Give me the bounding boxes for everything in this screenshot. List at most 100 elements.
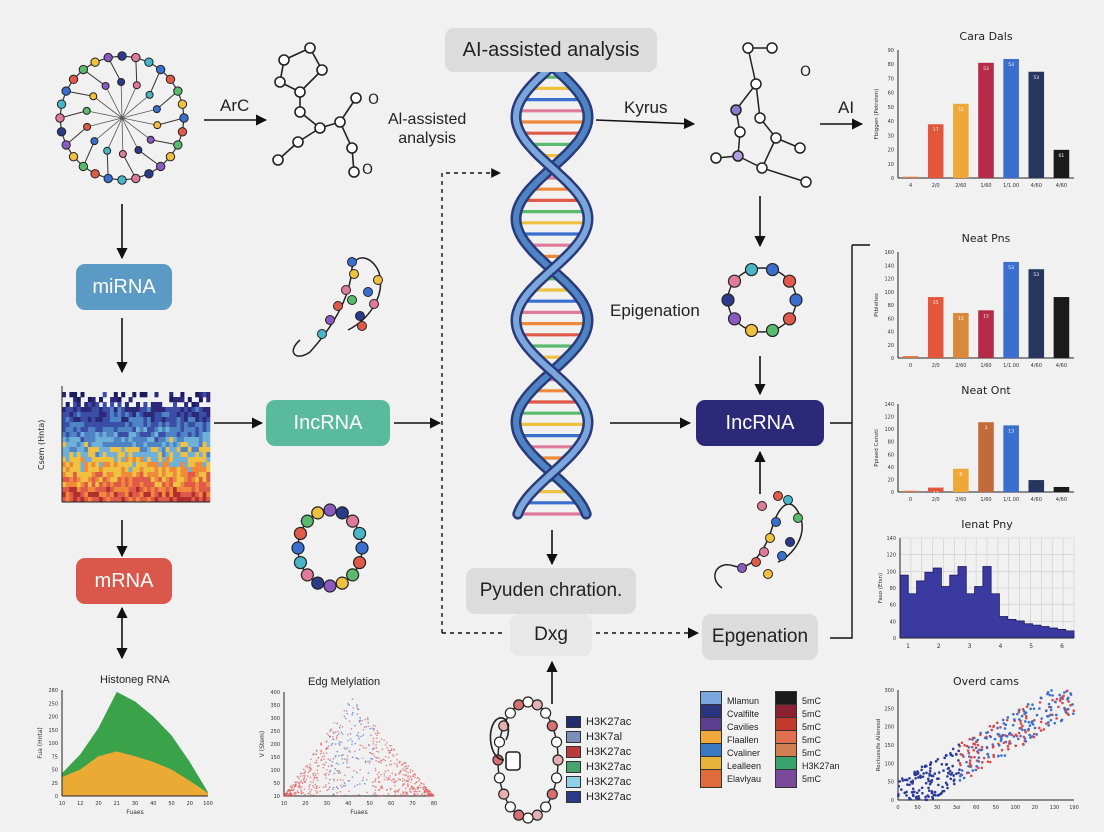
heatmap-cell <box>206 442 211 448</box>
bead <box>522 812 534 824</box>
heatmap-cell <box>180 452 185 458</box>
heatmap-cell <box>136 422 140 428</box>
heatmap-cell <box>202 422 207 428</box>
heatmap-cell <box>132 472 137 478</box>
heatmap-cell <box>106 477 111 483</box>
heatmap-cell <box>117 442 122 448</box>
heatmap-cell <box>110 442 115 448</box>
heatmap-cell <box>121 412 126 418</box>
heatmap-cell <box>161 447 166 453</box>
heatmap-cell <box>73 467 78 473</box>
heatmap-cell <box>80 432 85 438</box>
atom <box>90 57 100 67</box>
bead <box>325 315 335 325</box>
heatmap-cell <box>161 412 166 418</box>
heatmap-cell <box>169 467 174 473</box>
heatmap-cell <box>173 462 177 468</box>
heatmap-cell <box>184 477 189 483</box>
heatmap-cell <box>80 477 85 483</box>
heatmap-cell <box>76 457 81 463</box>
heatmap-cell <box>76 447 81 453</box>
heatmap-cell <box>76 417 81 423</box>
epgenation-box[interactable]: Epgenation <box>702 614 818 660</box>
heatmap-cell <box>84 432 89 438</box>
heatmap-cell <box>191 487 196 493</box>
heatmap-cell <box>147 482 152 488</box>
mirna-box[interactable]: miRNA <box>76 264 172 310</box>
heatmap-cell <box>106 427 111 433</box>
flow-arrows <box>116 114 870 704</box>
heatmap-cell <box>150 422 155 428</box>
heatmap-cell <box>154 392 159 398</box>
heatmap-cell <box>176 482 181 488</box>
heatmap-cell <box>173 422 177 428</box>
heatmap-cell <box>191 402 196 408</box>
bead <box>765 323 780 338</box>
heatmap-cell <box>73 392 78 398</box>
rna-hairpin-left <box>292 257 383 357</box>
heatmap-cell <box>65 462 70 468</box>
pyuden-chration-box[interactable]: Pyuden chration. <box>466 568 636 614</box>
heatmap-cell <box>173 402 177 408</box>
heatmap-cell <box>158 487 163 493</box>
heatmap-cell <box>165 492 170 498</box>
bracket <box>830 245 853 639</box>
oxygen-label: O <box>362 162 373 178</box>
heatmap-cell <box>117 417 122 423</box>
heatmap-cell <box>124 437 129 443</box>
mrna-box[interactable]: mRNA <box>76 558 172 604</box>
heatmap-cell <box>136 452 140 458</box>
heatmap-cell <box>158 477 163 483</box>
heatmap-cell <box>62 492 66 498</box>
dxg-box[interactable]: Dxg <box>510 614 592 656</box>
heatmap-cell <box>139 422 144 428</box>
heatmap-cell <box>62 437 66 443</box>
heatmap-cell <box>62 407 66 413</box>
heatmap-cell <box>80 392 85 398</box>
bead <box>355 311 365 321</box>
heatmap-cell <box>187 397 192 403</box>
heatmap-cell <box>173 492 177 498</box>
ai-assisted-analysis-box[interactable]: AI-assisted analysis <box>445 28 657 72</box>
heatmap-cell <box>73 402 78 408</box>
ai-mid-label: Al-assisted analysis <box>388 111 467 147</box>
heatmap-cell <box>198 407 203 413</box>
heatmap-cell <box>73 407 78 413</box>
mark-legend-label: H3K27ac <box>586 745 632 758</box>
bead <box>763 569 773 579</box>
heatmap-cell <box>95 472 100 478</box>
heatmap-cell <box>158 482 163 488</box>
heatmap-cell <box>84 477 89 483</box>
heatmap-cell <box>206 392 211 398</box>
heatmap-cell <box>65 422 70 428</box>
heatmap-cell <box>69 442 74 448</box>
heatmap-cell <box>95 497 100 503</box>
heatmap-cell <box>99 497 103 503</box>
heatmap-cell <box>117 397 122 403</box>
atom <box>346 142 358 154</box>
heatmap-cell <box>87 492 92 498</box>
heatmap-cell <box>84 457 89 463</box>
heatmap-cell <box>113 452 118 458</box>
heatmap-cell <box>202 497 207 503</box>
heatmap-cell <box>132 467 137 473</box>
heatmap-cell <box>173 397 177 403</box>
heatmap-cell <box>106 472 111 478</box>
heatmap-cell <box>110 407 115 413</box>
mark-legend-label: H3K27ac <box>586 775 632 788</box>
heatmap-cell <box>95 492 100 498</box>
bead <box>793 513 803 523</box>
heatmap-cell <box>84 492 89 498</box>
heatmap-cell <box>91 487 96 493</box>
heatmap-cell <box>198 392 203 398</box>
heatmap-cell <box>124 447 129 453</box>
lncrna-right-box[interactable]: IncRNA <box>696 400 824 446</box>
heatmap-cell <box>176 432 181 438</box>
bead <box>721 293 735 307</box>
lncrna-left-box[interactable]: IncRNA <box>266 400 390 446</box>
heatmap-cell <box>132 442 137 448</box>
legend-left-label: Cvaliner <box>727 747 761 758</box>
heatmap-cell <box>154 457 159 463</box>
atom <box>83 122 92 131</box>
